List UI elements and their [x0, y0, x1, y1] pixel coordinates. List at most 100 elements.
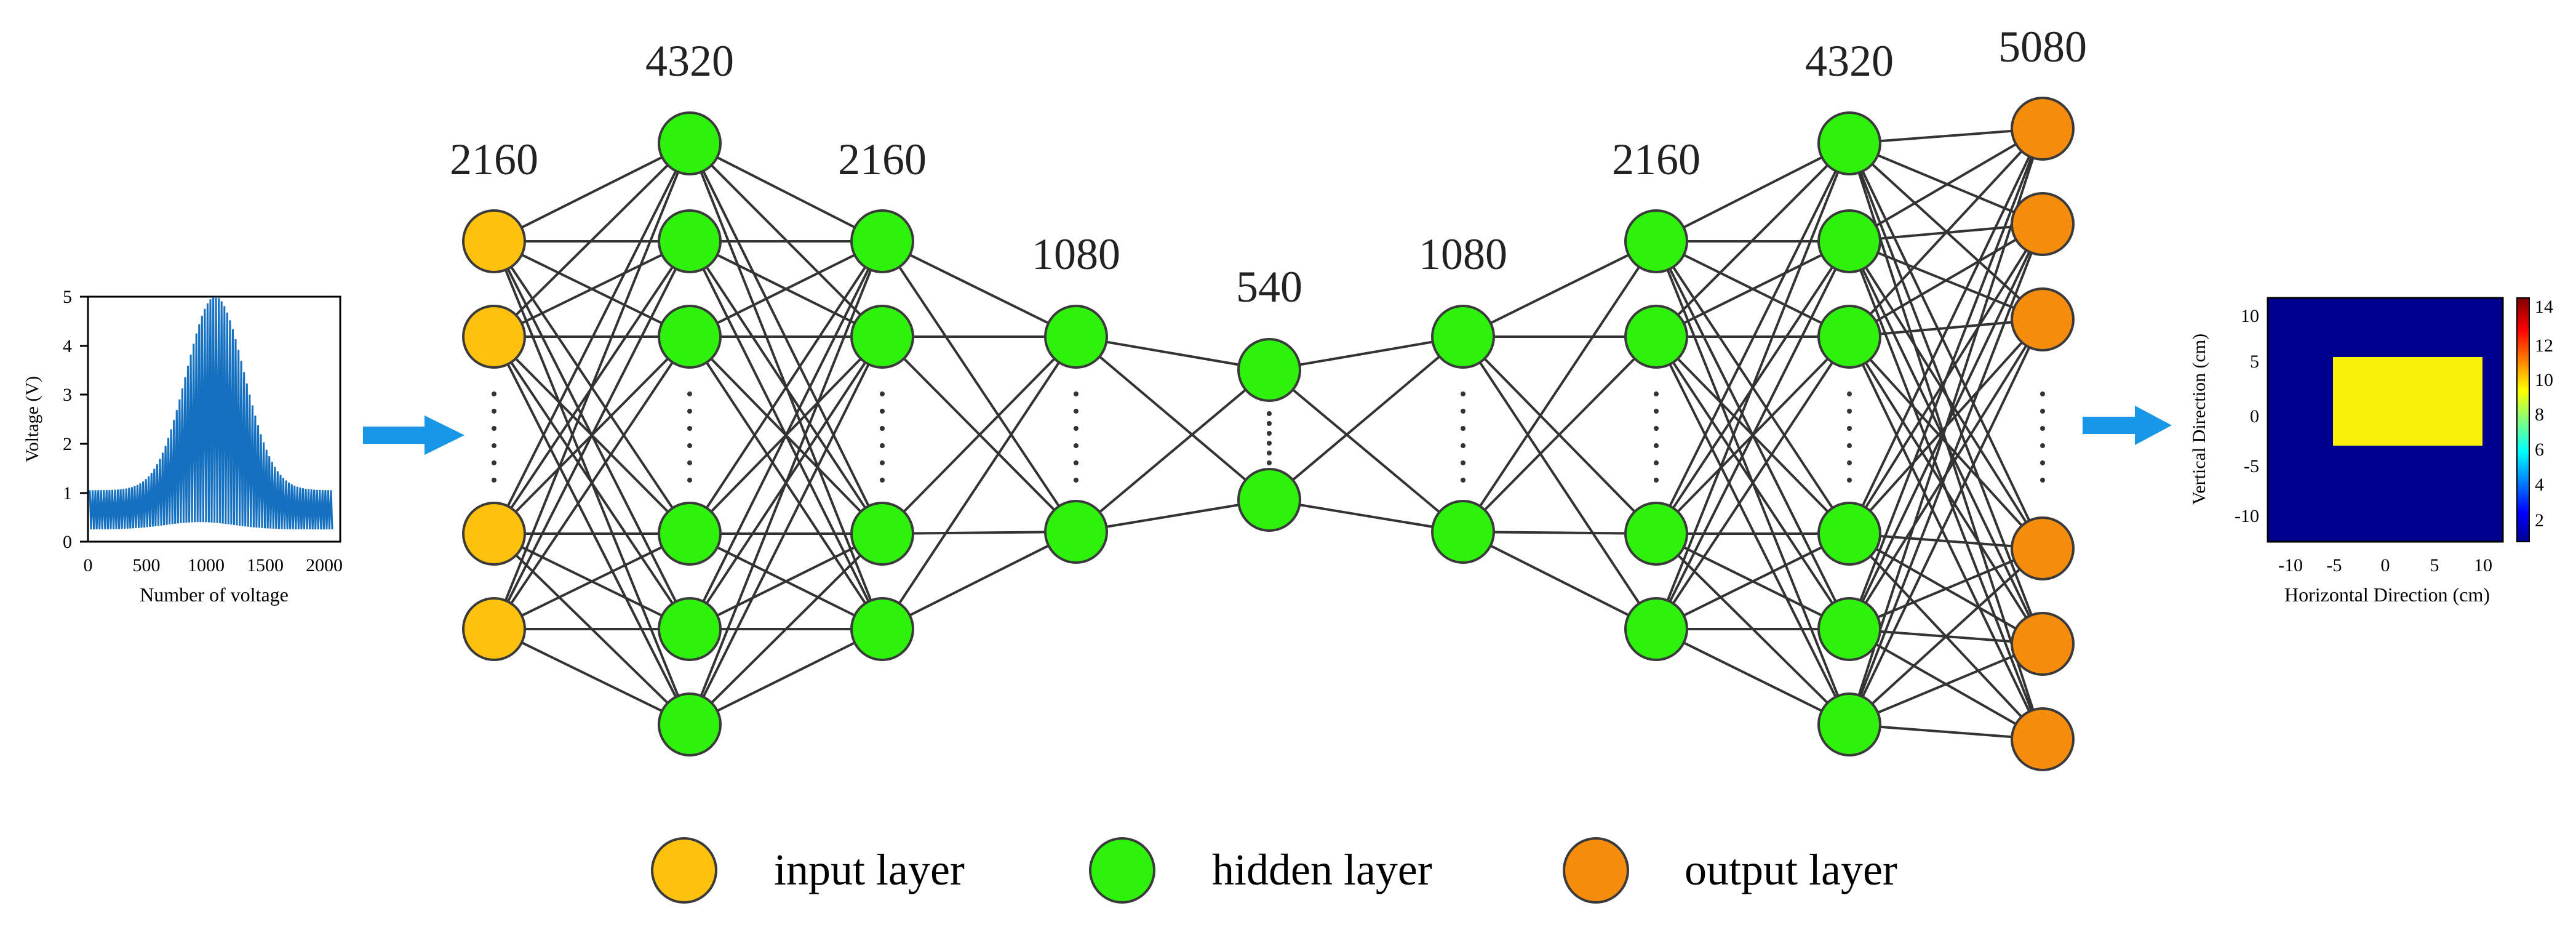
input-plot-ylabel: Voltage (V)	[22, 376, 42, 462]
connection-line	[1848, 128, 2044, 630]
connection-line	[493, 240, 690, 338]
legend-label-hidden: hidden layer	[1212, 845, 1432, 894]
connection-line	[1656, 142, 1850, 243]
hidden-neuron	[850, 209, 914, 273]
ellipsis-dot	[1461, 460, 1465, 465]
connection-line	[1848, 128, 2044, 725]
colorbar-tick-label: 2	[2535, 510, 2544, 531]
ellipsis-dot	[1267, 421, 1272, 426]
output-neuron	[2011, 97, 2075, 161]
connection-line	[1849, 318, 2043, 338]
input-neuron	[462, 209, 526, 273]
connection-line	[1849, 547, 2043, 630]
ellipsis-dot	[2040, 478, 2045, 483]
connection-line	[493, 142, 690, 243]
connection-line	[1655, 241, 1851, 630]
output-field-plot: 14 12 10 8 6 4 2 10 5 0 -5 -10 -10 -5 0 …	[2189, 297, 2553, 606]
ellipsis-dot	[687, 409, 692, 414]
legend-label-output: output layer	[1685, 845, 1897, 894]
xtick-label: 1500	[247, 555, 284, 576]
connection-line	[882, 531, 1077, 535]
ytick-label: -5	[2244, 456, 2259, 476]
hidden-neuron	[1237, 468, 1301, 532]
ytick-label: 0	[63, 532, 72, 552]
connection-line	[881, 335, 1077, 535]
ytick-label: 5	[63, 287, 72, 307]
connection-line	[1848, 335, 2044, 645]
left-arrow	[363, 415, 465, 455]
hidden-neuron	[658, 692, 722, 756]
ellipsis-dot	[1847, 460, 1852, 465]
hidden-neuron	[1624, 209, 1688, 273]
ellipsis-dot	[1074, 391, 1079, 396]
ellipsis-dot	[2040, 460, 2045, 465]
connection-line	[689, 142, 883, 243]
hidden-neuron	[1044, 500, 1108, 564]
ellipsis-dot	[492, 426, 496, 431]
connection-line	[1848, 127, 2044, 338]
connection-line	[1268, 335, 1464, 501]
input-plot-yticks: 0 1 2 3 4 5	[63, 287, 72, 552]
ellipsis-dot	[687, 460, 692, 465]
connection-line	[1849, 127, 2043, 145]
input-plot-xlabel: Number of voltage	[140, 584, 289, 606]
ytick-label: 5	[2250, 351, 2259, 372]
input-neuron	[462, 502, 526, 566]
hidden-neuron	[658, 305, 722, 369]
connection-line	[882, 240, 1077, 338]
ellipsis-dot	[1654, 443, 1659, 448]
input-voltage-plot: 0 1 2 3 4 5 0 500 1000 1500 2000 Number …	[22, 287, 343, 606]
connection-line	[1075, 335, 1270, 501]
xtick-label: 0	[84, 555, 93, 576]
connection-line	[1848, 223, 2044, 725]
connection-line	[1848, 128, 2044, 534]
network-neurons	[462, 97, 2075, 771]
input-neuron	[462, 305, 526, 369]
hidden-neuron	[658, 597, 722, 661]
output-plot-frame	[2267, 297, 2504, 543]
ellipsis-dot	[492, 391, 496, 396]
ellipsis-dots	[492, 391, 2045, 483]
right-arrow	[2083, 406, 2172, 445]
connection-line	[881, 335, 1077, 630]
ellipsis-dot	[1074, 443, 1079, 448]
ytick-label: 0	[2250, 406, 2259, 427]
xtick-label: 5	[2430, 555, 2439, 576]
output-neuron	[2011, 612, 2075, 676]
legend-label-input: input layer	[774, 845, 965, 894]
connection-line	[1462, 240, 1657, 533]
ellipsis-dot	[2040, 391, 2045, 396]
ellipsis-dot	[1461, 478, 1465, 483]
ellipsis-dot	[1074, 409, 1079, 414]
xtick-label: -5	[2327, 555, 2342, 576]
hidden-neuron	[1817, 502, 1881, 566]
connection-line	[1655, 336, 1851, 725]
connection-line	[1655, 142, 1851, 338]
layer-size-label: 4320	[1805, 36, 1894, 86]
connection-line	[1655, 143, 1851, 630]
network-connections	[493, 127, 2044, 740]
connection-line	[493, 143, 691, 630]
ellipsis-dot	[687, 478, 692, 483]
ellipsis-dot	[1654, 426, 1659, 431]
connection-line	[688, 241, 883, 725]
xtick-label: 10	[2474, 555, 2492, 576]
layer-size-label: 1080	[1419, 230, 1507, 279]
connection-line	[1849, 643, 2043, 726]
xtick-label: 1000	[188, 555, 225, 576]
hidden-neuron	[1817, 111, 1881, 175]
input-neuron	[462, 597, 526, 661]
input-plot-yticks-marks	[80, 295, 88, 543]
ellipsis-dot	[1267, 460, 1272, 465]
ellipsis-dot	[1074, 478, 1079, 483]
output-neuron	[2011, 192, 2075, 256]
layer-size-label: 4320	[645, 36, 734, 86]
hidden-neuron	[658, 209, 722, 273]
connection-line	[881, 240, 1077, 533]
connection-line	[1848, 223, 2044, 338]
hidden-neuron	[1624, 305, 1688, 369]
legend-swatch-input	[651, 837, 717, 904]
connection-line	[1848, 127, 2044, 243]
connection-line	[1848, 143, 2044, 549]
